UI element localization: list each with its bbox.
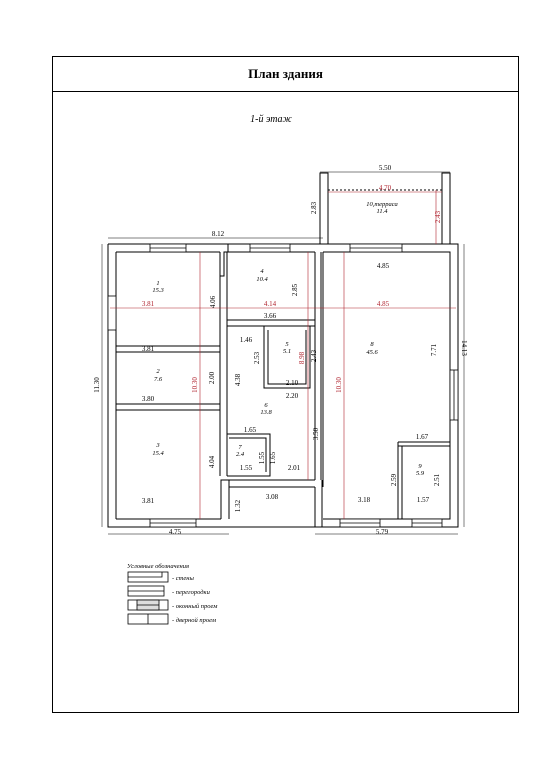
legend-item-window: - оконный проем — [172, 603, 217, 610]
dim-r6-height: 2.43 — [310, 349, 318, 362]
terrace-area: 11.4 — [377, 208, 389, 215]
room-2-number: 2 — [156, 368, 160, 375]
dim-top-total: 8.12 — [212, 230, 225, 238]
legend-heading: Условные обозначения — [127, 563, 189, 570]
dim-col-b: 8.98 — [298, 351, 306, 364]
dim-row-c: 4.85 — [377, 300, 390, 308]
dim-row-b: 4.14 — [264, 300, 277, 308]
room-4-area: 10.4 — [256, 276, 268, 283]
room-3-number: 3 — [155, 442, 160, 449]
dim-right-mid: 3.50 — [312, 427, 320, 440]
dim-r9-right: 2.51 — [433, 473, 441, 486]
room-1-area: 15.3 — [152, 287, 164, 294]
dim-r9-top: 1.67 — [416, 433, 429, 441]
floor-label: 1-й этаж — [250, 114, 292, 125]
room-4-number: 4 — [260, 268, 264, 275]
room-6-area: 13.8 — [260, 409, 272, 416]
dim-r1-width: 4.06 — [209, 295, 217, 308]
dim-row-a: 3.81 — [142, 300, 155, 308]
room-labels: 1 15.3 2 7.6 3 15.4 4 10.4 5 5.1 6 13.8 … — [152, 201, 425, 477]
windows — [107, 243, 459, 528]
dim-hall-width: 1.46 — [240, 336, 253, 344]
dim-bottom-porch-side: 1.32 — [234, 499, 242, 512]
room-7-area: 2.4 — [236, 451, 245, 458]
legend-symbols — [127, 571, 169, 625]
room-9-number: 9 — [418, 463, 422, 470]
room-6-number: 6 — [264, 402, 268, 409]
dim-r2-width: 3.81 — [142, 345, 155, 353]
dim-col-a: 10.30 — [191, 377, 199, 393]
dim-corridor: 2.01 — [288, 464, 301, 472]
room-8-area: 45.6 — [366, 349, 378, 356]
dim-r4-width: 3.66 — [264, 312, 277, 320]
dim-r7-width: 1.55 — [240, 464, 253, 472]
dim-r3-top: 3.80 — [142, 395, 155, 403]
dim-col-c: 10.30 — [335, 377, 343, 393]
terrace-label: 10,терраса — [366, 201, 397, 208]
dim-terrace-side: 2.83 — [310, 201, 318, 214]
dim-terrace-inner: 4.70 — [379, 184, 392, 192]
room-7-number: 7 — [238, 444, 242, 451]
dim-r8-top: 4.85 — [377, 262, 390, 270]
dim-r2-height: 4.38 — [234, 373, 242, 386]
dim-bottom-left-outer: 4.75 — [169, 528, 182, 536]
dim-r7-height: 1.55 — [258, 451, 266, 464]
dim-bottom-porch: 3.08 — [266, 493, 279, 501]
room-8-number: 8 — [370, 341, 374, 348]
room-5-number: 5 — [285, 341, 289, 348]
dim-r5-width: 2.10 — [286, 379, 299, 387]
dim-bottom-left: 3.81 — [142, 497, 155, 505]
plan-title: План здания — [52, 56, 519, 92]
dim-bottom-right-outer: 5.79 — [376, 528, 389, 536]
dimension-lines — [101, 171, 465, 535]
interior-walls — [116, 252, 450, 519]
red-dimension-lines — [110, 190, 456, 519]
terrace-outline — [319, 172, 451, 244]
dim-r6-small: 1.65 — [244, 426, 257, 434]
room-9-area: 5.9 — [416, 470, 425, 477]
legend-item-partitions: - перегородки — [172, 589, 211, 596]
dim-bottom-r9: 1.57 — [417, 496, 430, 504]
dim-r7-height2: 1.65 — [269, 451, 277, 464]
black-dimensions: 8.12 5.50 2.83 11.30 14.13 4.06 2.85 3.6… — [93, 164, 468, 536]
drawing-frame — [52, 56, 519, 713]
dim-terrace-outer: 5.50 — [379, 164, 392, 172]
dim-r8-side: 7.71 — [430, 343, 438, 356]
dim-r2-depth: 2.00 — [208, 371, 216, 384]
dim-r6-width: 2.20 — [286, 392, 299, 400]
room-3-area: 15.4 — [152, 450, 164, 457]
dim-r9-left: 2.59 — [390, 473, 398, 486]
room-2-area: 7.6 — [154, 376, 163, 383]
dim-right-total: 14.13 — [460, 340, 468, 356]
dim-r5-height: 2.53 — [253, 351, 261, 364]
room-5-area: 5.1 — [283, 348, 291, 355]
dim-r4-height: 2.85 — [291, 283, 299, 296]
dim-terrace-height: 2.43 — [434, 210, 442, 223]
legend: Условные обозначения - стены - перегород… — [127, 563, 217, 625]
dim-bottom-r8: 3.18 — [358, 496, 371, 504]
dim-r3-height: 4.04 — [208, 455, 216, 468]
dim-left-total: 11.30 — [93, 377, 101, 393]
room-1-number: 1 — [156, 280, 159, 287]
legend-item-door: - дверной проем — [172, 617, 216, 624]
legend-item-walls: - стены — [172, 575, 194, 582]
red-dimensions: 4.70 2.43 3.81 4.14 4.85 10.30 8.98 10.3… — [142, 184, 442, 393]
